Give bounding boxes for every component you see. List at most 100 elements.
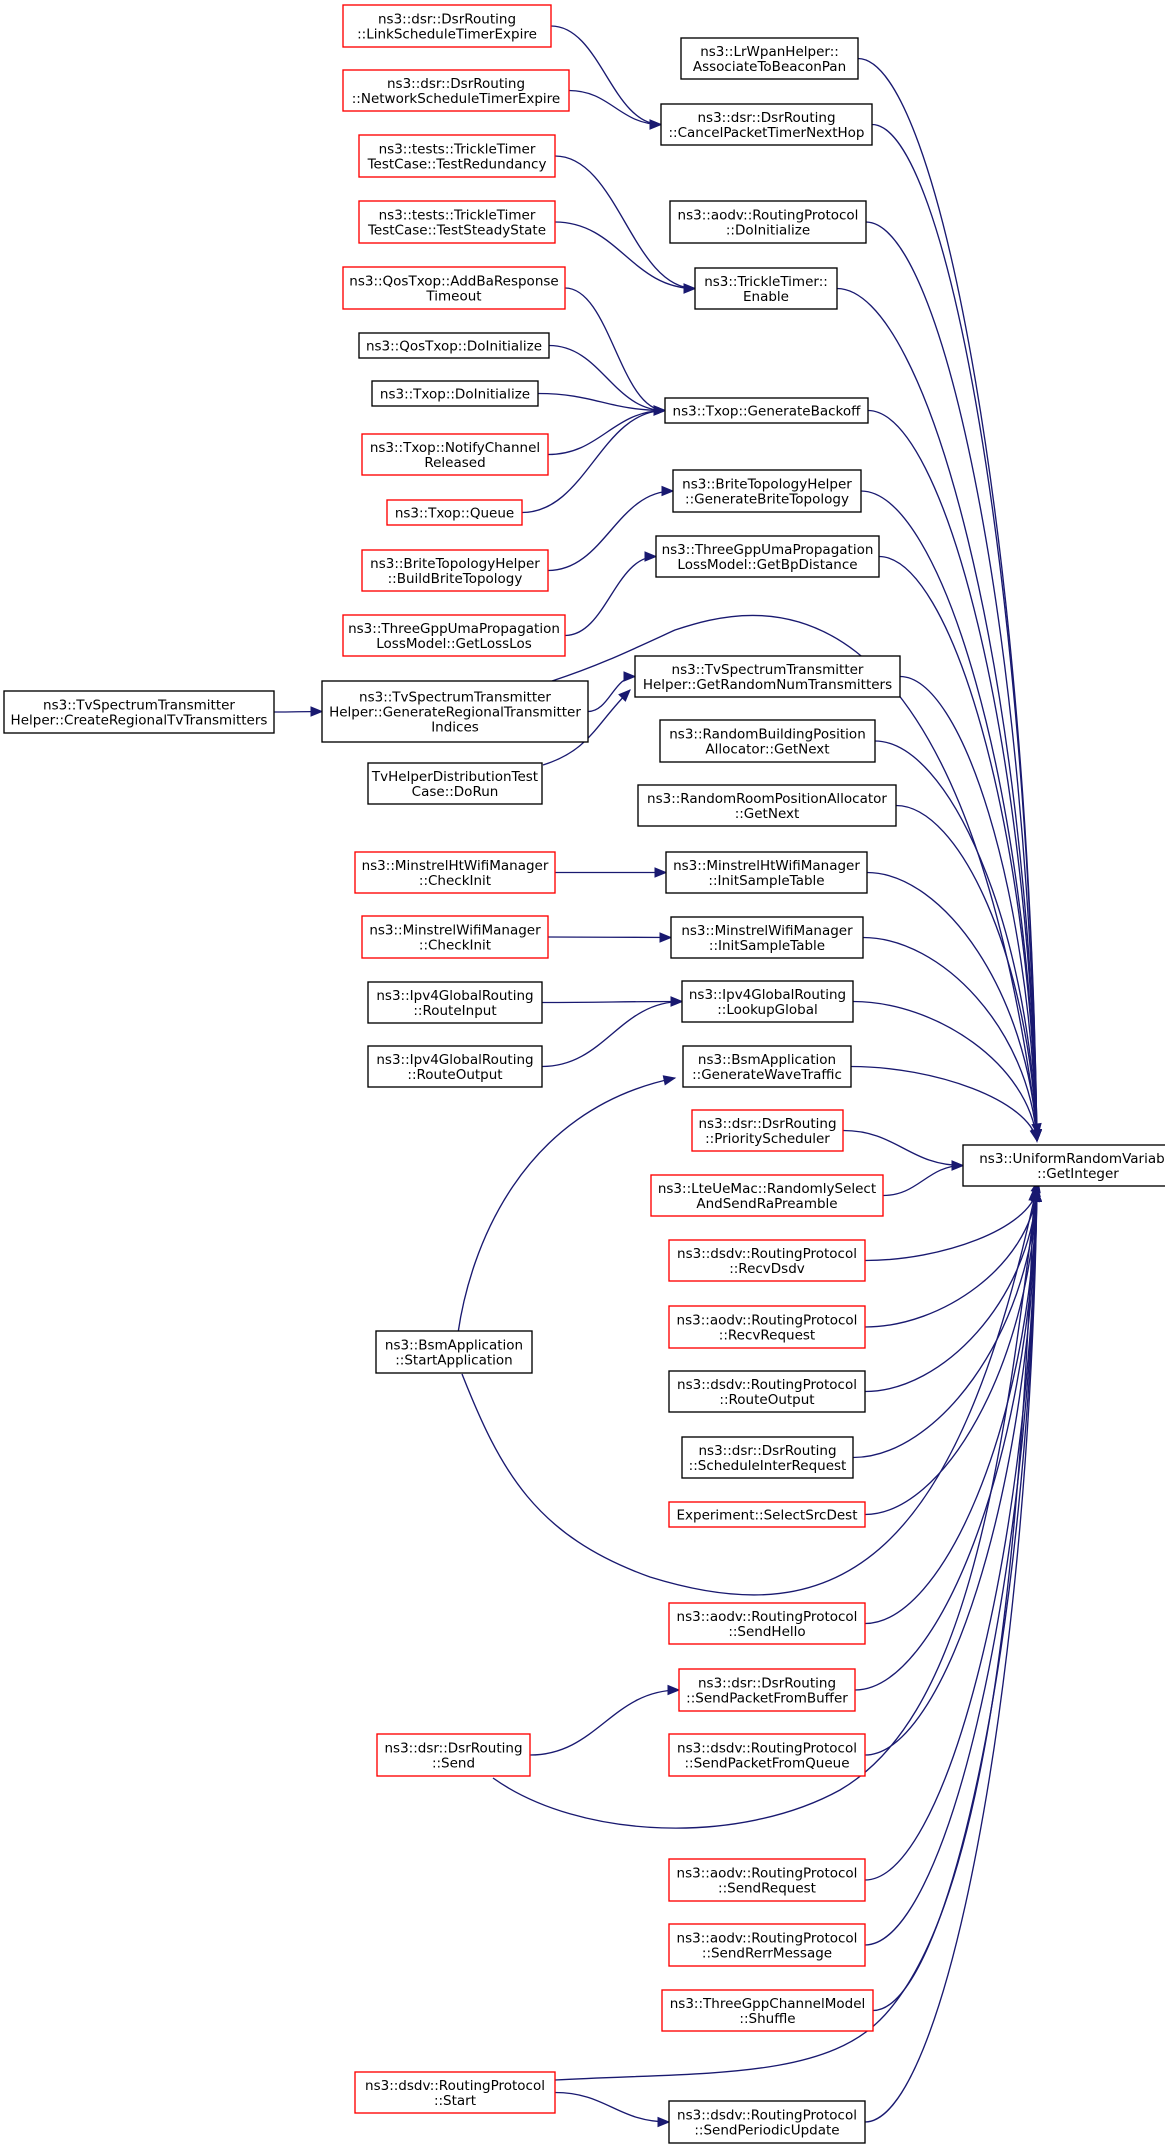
node-n17[interactable]: ns3::ThreeGppUmaPropagationLossModel::Ge… [655, 535, 880, 578]
node-box[interactable] [361, 915, 549, 959]
node-box[interactable] [655, 535, 880, 578]
node-n16[interactable]: ns3::BriteTopologyHelper::BuildBriteTopo… [361, 549, 549, 592]
node-n49[interactable]: ns3::dsdv::RoutingProtocol::SendPeriodic… [668, 2100, 866, 2144]
node-n45[interactable]: ns3::aodv::RoutingProtocol::SendRequest [668, 1858, 866, 1902]
node-box[interactable] [668, 2100, 866, 2144]
node-box[interactable] [668, 1923, 866, 1967]
node-box[interactable] [665, 851, 868, 894]
node-box[interactable] [659, 719, 876, 763]
node-n20[interactable]: ns3::TvSpectrumTransmitterHelper::Create… [3, 690, 275, 734]
node-box[interactable] [342, 614, 566, 657]
node-n22[interactable]: ns3::RandomBuildingPositionAllocator::Ge… [659, 719, 876, 763]
node-n40[interactable]: Experiment::SelectSrcDest [668, 1501, 866, 1528]
node-box[interactable] [668, 1602, 866, 1645]
node-n31[interactable]: ns3::Ipv4GlobalRouting::RouteOutput [367, 1045, 543, 1088]
node-n37[interactable]: ns3::aodv::RoutingProtocol::RecvRequest [668, 1305, 866, 1349]
node-box[interactable] [660, 103, 873, 146]
node-n4[interactable]: ns3::dsr::DsrRouting::CancelPacketTimerN… [660, 103, 873, 146]
node-n42[interactable]: ns3::dsr::DsrRouting::SendPacketFromBuff… [678, 1668, 856, 1712]
node-target[interactable]: ns3::UniformRandomVariable::GetInteger [962, 1144, 1165, 1187]
node-box[interactable] [691, 1109, 844, 1152]
node-box[interactable] [670, 916, 864, 959]
node-n44[interactable]: ns3::dsdv::RoutingProtocol::SendPacketFr… [668, 1733, 866, 1777]
node-n34[interactable]: ns3::LteUeMac::RandomlySelectAndSendRaPr… [650, 1174, 884, 1217]
node-n14[interactable]: ns3::BriteTopologyHelper::GenerateBriteT… [672, 469, 862, 513]
node-box[interactable] [354, 851, 556, 894]
node-box[interactable] [358, 332, 550, 359]
node-n27[interactable]: ns3::MinstrelWifiManager::CheckInit [361, 915, 549, 959]
node-n19[interactable]: ns3::TvSpectrumTransmitterHelper::GetRan… [634, 655, 901, 698]
node-n46[interactable]: ns3::aodv::RoutingProtocol::SendRerrMess… [668, 1923, 866, 1967]
node-n29[interactable]: ns3::Ipv4GlobalRouting::RouteInput [367, 981, 543, 1024]
node-box[interactable] [664, 397, 869, 424]
node-box[interactable] [668, 1305, 866, 1349]
node-n6[interactable]: ns3::aodv::RoutingProtocol::DoInitialize [669, 200, 867, 244]
node-box[interactable] [375, 1330, 533, 1374]
node-box[interactable] [668, 1733, 866, 1777]
node-n12[interactable]: ns3::Txop::GenerateBackoff [664, 397, 869, 424]
node-n1[interactable]: ns3::dsr::DsrRouting::LinkScheduleTimerE… [342, 4, 552, 48]
node-n10[interactable]: ns3::QosTxop::DoInitialize [358, 332, 550, 359]
node-box[interactable] [681, 1436, 854, 1479]
node-box[interactable] [650, 1174, 884, 1217]
node-box[interactable] [354, 2071, 556, 2114]
node-n5[interactable]: ns3::tests::TrickleTimerTestCase::TestRe… [358, 134, 556, 178]
node-box[interactable] [678, 1668, 856, 1712]
node-n28[interactable]: ns3::MinstrelWifiManager::InitSampleTabl… [670, 916, 864, 959]
node-n41[interactable]: ns3::aodv::RoutingProtocol::SendHello [668, 1602, 866, 1645]
node-box[interactable] [376, 1733, 531, 1777]
node-n15[interactable]: ns3::Txop::Queue [386, 499, 523, 526]
node-box[interactable] [358, 200, 556, 244]
node-box[interactable] [342, 4, 552, 48]
node-box[interactable] [342, 69, 570, 112]
node-box[interactable] [367, 981, 543, 1024]
node-box[interactable] [672, 469, 862, 513]
node-box[interactable] [682, 1045, 852, 1088]
node-box[interactable] [668, 1239, 866, 1282]
node-box[interactable] [386, 499, 523, 526]
node-box[interactable] [342, 266, 566, 310]
node-n48[interactable]: ns3::dsdv::RoutingProtocol::Start [354, 2071, 556, 2114]
node-n47[interactable]: ns3::ThreeGppChannelModel::Shuffle [661, 1989, 874, 2032]
node-box[interactable] [367, 762, 543, 805]
node-box[interactable] [371, 380, 539, 407]
node-box[interactable] [681, 980, 854, 1023]
node-box[interactable] [669, 200, 867, 244]
node-box[interactable] [668, 1370, 866, 1413]
node-n25[interactable]: ns3::MinstrelHtWifiManager::CheckInit [354, 851, 556, 894]
node-box[interactable] [680, 37, 859, 80]
node-box[interactable] [694, 267, 838, 310]
node-box[interactable] [3, 690, 275, 734]
node-box[interactable] [637, 784, 897, 827]
node-n24[interactable]: ns3::RandomRoomPositionAllocator::GetNex… [637, 784, 897, 827]
node-box[interactable] [634, 655, 901, 698]
node-n26[interactable]: ns3::MinstrelHtWifiManager::InitSampleTa… [665, 851, 868, 894]
node-n18[interactable]: ns3::ThreeGppUmaPropagationLossModel::Ge… [342, 614, 566, 657]
node-n8[interactable]: ns3::TrickleTimer::Enable [694, 267, 838, 310]
node-n3[interactable]: ns3::dsr::DsrRouting::NetworkScheduleTim… [342, 69, 570, 112]
node-n30[interactable]: ns3::Ipv4GlobalRouting::LookupGlobal [681, 980, 854, 1023]
node-box[interactable] [361, 433, 549, 476]
node-n7[interactable]: ns3::tests::TrickleTimerTestCase::TestSt… [358, 200, 556, 244]
node-n11[interactable]: ns3::Txop::DoInitialize [371, 380, 539, 407]
node-n43[interactable]: ns3::dsr::DsrRouting::Send [376, 1733, 531, 1777]
node-n36[interactable]: ns3::BsmApplication::StartApplication [375, 1330, 533, 1374]
node-box[interactable] [668, 1858, 866, 1902]
node-n39[interactable]: ns3::dsr::DsrRouting::ScheduleInterReque… [681, 1436, 854, 1479]
node-box[interactable] [962, 1144, 1165, 1187]
node-box[interactable] [321, 680, 589, 743]
node-n33[interactable]: ns3::dsr::DsrRouting::PriorityScheduler [691, 1109, 844, 1152]
node-box[interactable] [361, 549, 549, 592]
node-box[interactable] [668, 1501, 866, 1528]
node-n38[interactable]: ns3::dsdv::RoutingProtocol::RouteOutput [668, 1370, 866, 1413]
node-n21[interactable]: ns3::TvSpectrumTransmitterHelper::Genera… [321, 680, 589, 743]
node-n35[interactable]: ns3::dsdv::RoutingProtocol::RecvDsdv [668, 1239, 866, 1282]
node-box[interactable] [661, 1989, 874, 2032]
node-n2[interactable]: ns3::LrWpanHelper::AssociateToBeaconPan [680, 37, 859, 80]
node-box[interactable] [367, 1045, 543, 1088]
node-box[interactable] [358, 134, 556, 178]
node-n32[interactable]: ns3::BsmApplication::GenerateWaveTraffic [682, 1045, 852, 1088]
